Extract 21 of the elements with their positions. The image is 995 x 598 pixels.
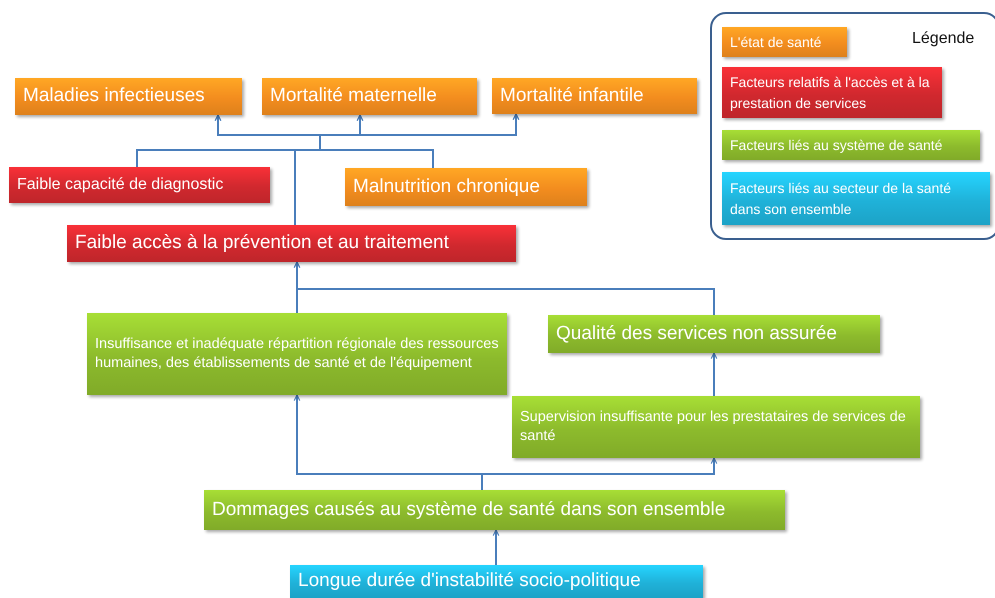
cause-box: Longue durée d'instabilité socio-politique: [290, 565, 703, 598]
cause-box: Insuffisance et inadéquate répartition régionale des ressources humaines, des établissements de santé et de l'équipement: [87, 313, 507, 395]
legend-swatch: L'état de santé: [722, 27, 847, 57]
legend-swatch: Facteurs liés au système de santé: [722, 130, 980, 160]
connector-arrow: [294, 113, 520, 225]
legend-swatch: Facteurs liés au secteur de la santé dans son ensemble: [722, 172, 990, 225]
cause-box: Qualité des services non assurée: [548, 315, 880, 353]
legend-title: Légende: [912, 30, 974, 48]
cause-box: Malnutrition chronique: [345, 168, 587, 206]
connector-arrow: [492, 529, 500, 565]
connector-arrow: [481, 457, 718, 490]
cause-box: Mortalité maternelle: [262, 78, 477, 115]
cause-box: Supervision insuffisante pour les prestataires de services de santé: [512, 396, 920, 458]
cause-box: Maladies infectieuses: [15, 78, 242, 115]
cause-box: Dommages causés au système de santé dans son ensemble: [204, 490, 785, 530]
cause-box: Faible capacité de diagnostic: [9, 167, 270, 203]
connector-arrow: [710, 352, 718, 396]
legend-swatch: Facteurs relatifs à l'accès et à la prestation de services: [722, 67, 942, 118]
cause-box: Mortalité infantile: [492, 78, 697, 114]
cause-box: Faible accès à la prévention et au traitement: [67, 225, 516, 262]
connector-arrow: [294, 261, 715, 315]
